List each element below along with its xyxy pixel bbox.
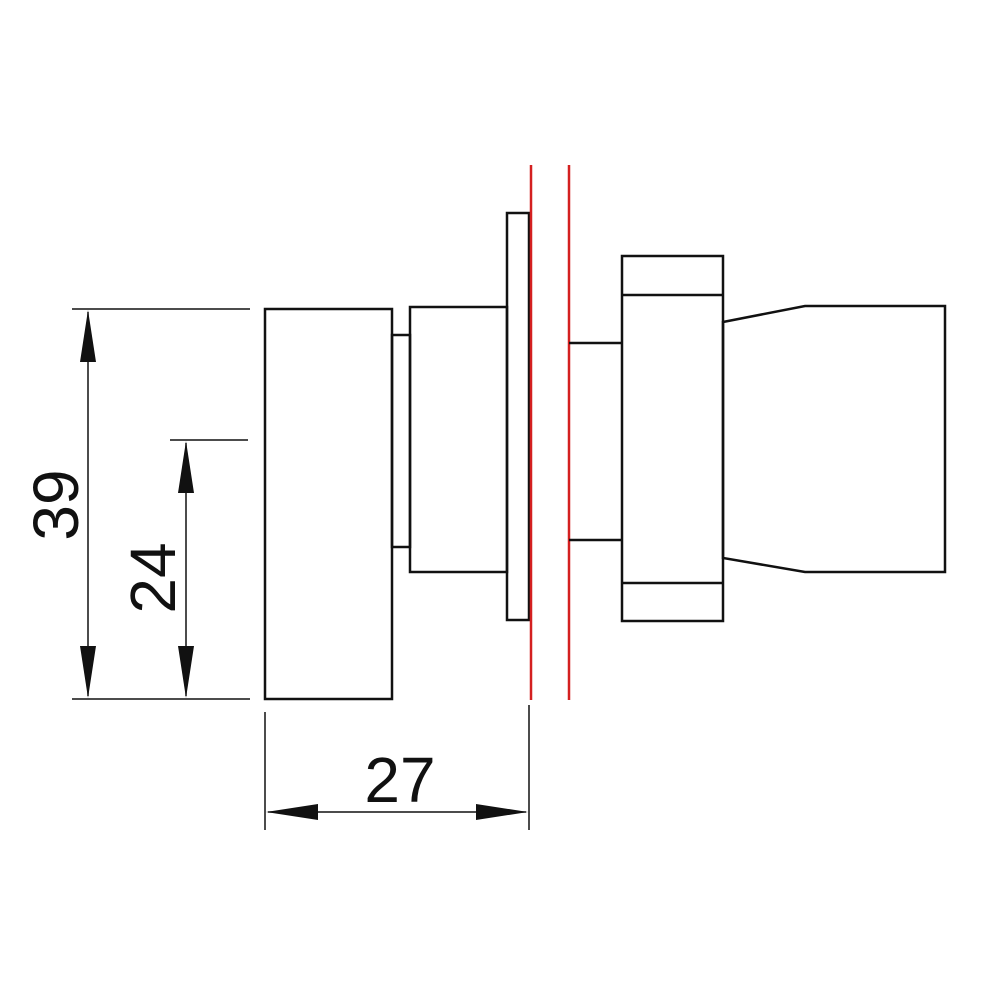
button-collar — [408, 305, 509, 574]
arrow-27-left — [266, 804, 318, 820]
button-head — [263, 307, 394, 701]
arrow-24-top — [178, 441, 194, 493]
arrow-39-top — [80, 310, 96, 362]
dimension-label-27: 27 — [364, 744, 435, 816]
arrow-39-bottom — [80, 646, 96, 698]
arrow-27-right — [476, 804, 528, 820]
mounting-nut — [620, 254, 725, 623]
dimension-label-24: 24 — [117, 542, 189, 613]
flange-plate — [505, 211, 531, 622]
head-stub — [390, 333, 412, 549]
dimension-label-39: 39 — [20, 469, 92, 540]
arrow-24-bottom — [178, 646, 194, 698]
contact-block — [721, 304, 947, 574]
